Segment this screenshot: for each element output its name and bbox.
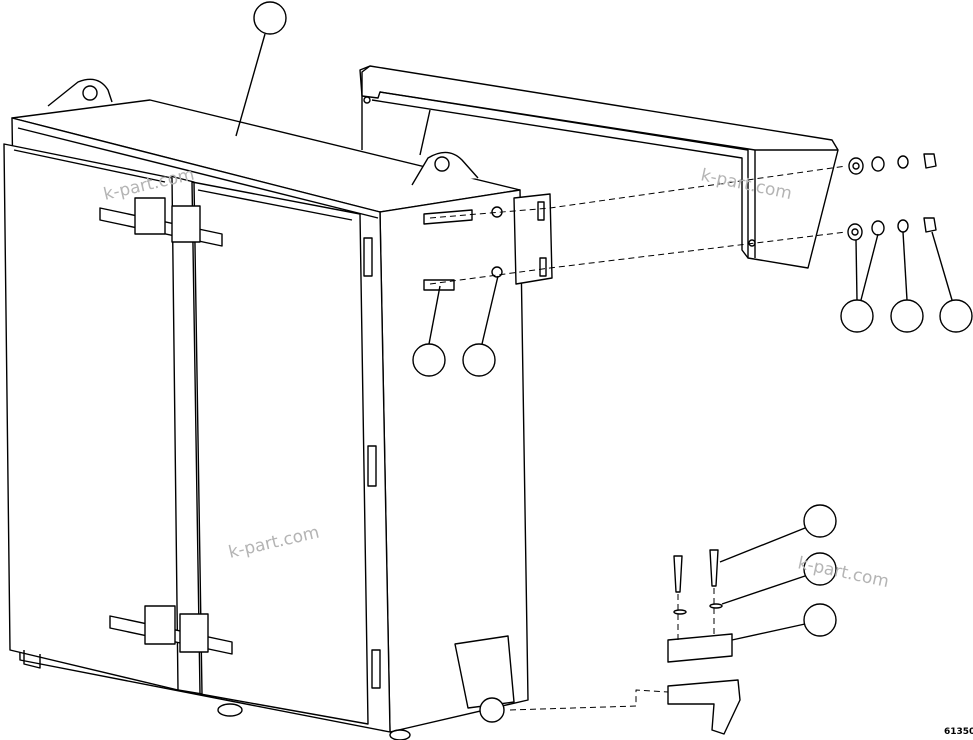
assembly-guide-lines bbox=[429, 165, 847, 711]
callout-6 bbox=[931, 231, 973, 333]
callout-8 bbox=[721, 552, 837, 605]
cable-clamp-kit bbox=[667, 549, 741, 735]
figure-number: 61350 bbox=[944, 727, 973, 737]
callout-1 bbox=[235, 1, 287, 137]
callout-4 bbox=[840, 233, 879, 333]
fastener-stack-lower bbox=[847, 217, 937, 241]
callout-7 bbox=[719, 504, 837, 563]
callout-9 bbox=[731, 603, 837, 641]
callout-3 bbox=[462, 275, 499, 377]
rain-hood bbox=[359, 65, 839, 269]
callout-2 bbox=[412, 285, 446, 377]
callouts bbox=[235, 1, 973, 641]
callout-5 bbox=[890, 231, 924, 333]
enclosure-body bbox=[3, 78, 553, 740]
watermark-4: k-part.com bbox=[796, 553, 891, 592]
fastener-stack-upper bbox=[848, 153, 937, 175]
